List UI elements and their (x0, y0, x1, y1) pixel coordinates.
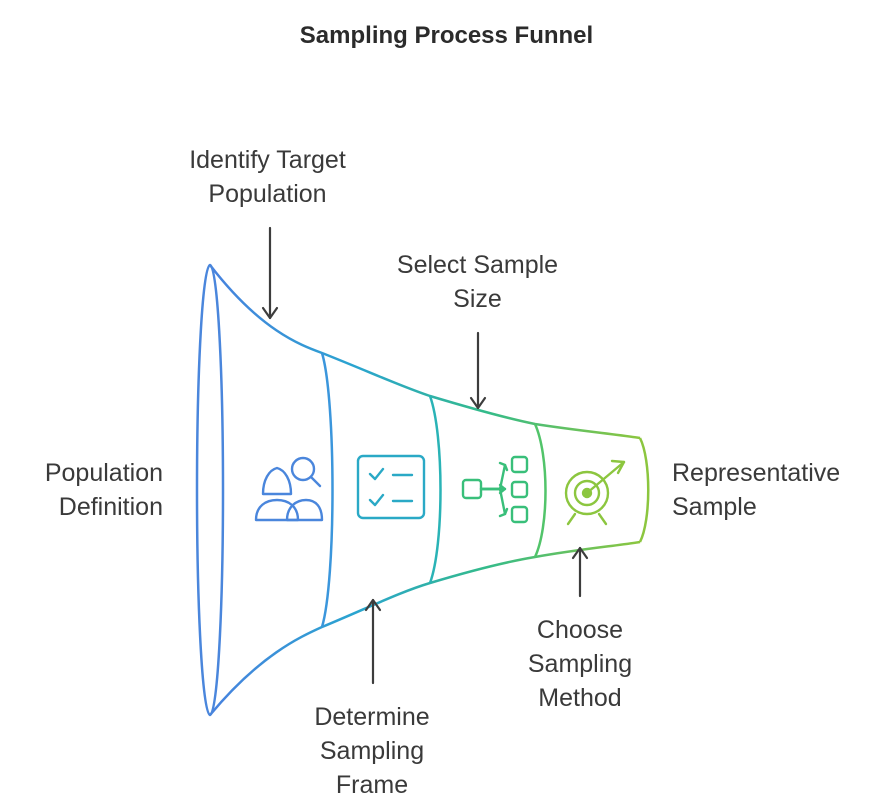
label-line: Select Sample (396, 251, 559, 279)
arrow-determine (364, 598, 382, 685)
label-line: Definition (58, 493, 163, 521)
flow-boxes-icon (461, 455, 529, 524)
funnel-top-edge (209, 264, 641, 440)
label-line: Determine (314, 703, 430, 731)
label-choose-sampling-method: Choose Sampling Method (480, 613, 680, 715)
label-line: Population (208, 180, 327, 208)
funnel-divider-1 (320, 352, 334, 628)
funnel-divider-3 (533, 423, 547, 558)
label-population-definition: Population Definition (10, 456, 163, 524)
label-line: Method (538, 684, 622, 712)
label-line: Size (453, 285, 502, 313)
label-line: Frame (335, 771, 409, 799)
label-line: Choose (536, 616, 624, 644)
people-icon (254, 456, 324, 522)
funnel-bottom-edge (209, 540, 641, 716)
funnel-end-cap (638, 437, 650, 543)
arrow-choose (571, 546, 589, 598)
label-line: Representative (672, 459, 841, 487)
label-line: Sampling (319, 737, 425, 765)
target-icon (564, 459, 626, 526)
arrow-identify (261, 226, 279, 320)
label-identify-target-population: Identify Target Population (160, 143, 375, 211)
label-determine-sampling-frame: Determine Sampling Frame (272, 700, 472, 802)
label-representative-sample: Representative Sample (672, 456, 887, 524)
label-line: Sampling (527, 650, 633, 678)
funnel-divider-2 (428, 395, 442, 584)
arrow-select (469, 331, 487, 410)
checklist-icon (356, 454, 426, 520)
label-select-sample-size: Select Sample Size (370, 248, 585, 316)
label-line: Sample (672, 493, 757, 521)
label-line: Population (44, 459, 163, 487)
funnel-opening-ellipse (195, 263, 225, 717)
label-line: Identify Target (189, 146, 346, 174)
diagram-title: Sampling Process Funnel (299, 22, 594, 49)
